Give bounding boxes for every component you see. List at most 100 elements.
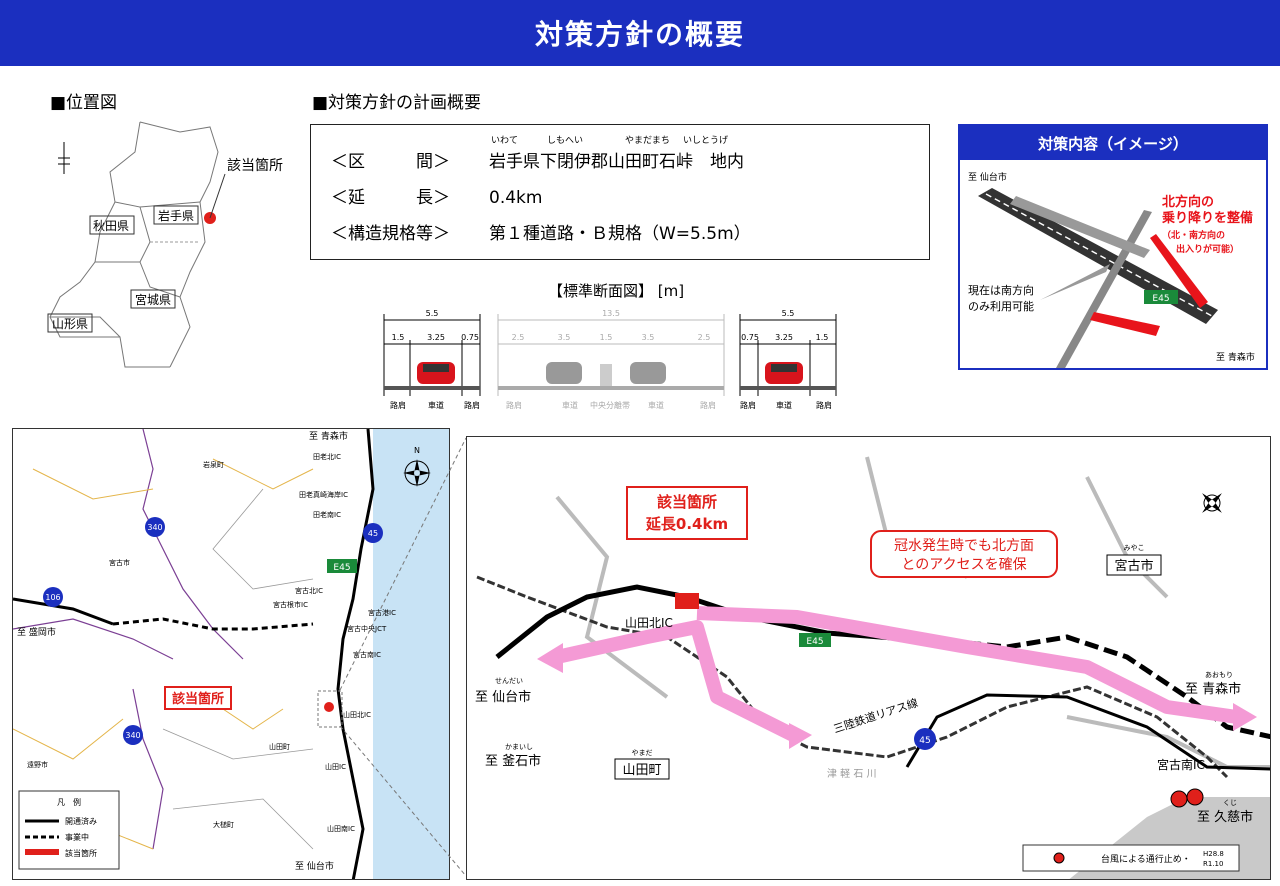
lane-label: 中央分離帯 bbox=[590, 400, 630, 410]
to-kamaishi: 至 釜石市 bbox=[485, 753, 541, 769]
miyako-box bbox=[1106, 554, 1162, 576]
dim: 1.5 bbox=[392, 333, 405, 342]
car-icon bbox=[417, 362, 455, 384]
svg-text:106: 106 bbox=[45, 593, 60, 602]
dim: 2.5 bbox=[698, 333, 711, 342]
ic-label: 宮古北IC bbox=[295, 586, 323, 595]
site-label: 該当箇所 bbox=[227, 157, 283, 174]
dim-center-total: 13.5 bbox=[602, 309, 620, 318]
plan-row-section: ＜区 間＞ 岩手県下閉伊郡山田町石峠 地内 bbox=[331, 147, 744, 172]
ruby-ishitouge: いしとうげ bbox=[683, 136, 729, 146]
ic-label: 山田北IC bbox=[343, 710, 371, 719]
plan-label: ＜区 間＞ bbox=[331, 152, 450, 172]
page-title: 対策方針の概要 bbox=[534, 18, 745, 51]
ic-label: 田老南IC bbox=[313, 510, 341, 519]
ic-label: 山田IC bbox=[325, 762, 346, 771]
ic-label: 宮古根市IC bbox=[273, 600, 308, 609]
dim: 3.5 bbox=[642, 333, 655, 342]
dim-left-total: 5.5 bbox=[426, 309, 439, 318]
dim-right-total: 5.5 bbox=[782, 309, 795, 318]
red-title: 乗り降りを整備 bbox=[1161, 210, 1253, 226]
svg-text:やまだ: やまだ bbox=[632, 749, 653, 757]
location-heading: ■位置図 bbox=[50, 93, 118, 113]
lane-label: 路肩 bbox=[740, 400, 756, 410]
svg-text:E45: E45 bbox=[806, 637, 823, 647]
plan-heading: ■対策方針の計画概要 bbox=[312, 93, 482, 113]
route-shield-e45 bbox=[1144, 290, 1178, 304]
to-sendai: 至 仙台市 bbox=[968, 171, 1007, 183]
svg-text:340: 340 bbox=[125, 731, 140, 740]
page-header: 対策方針の概要 bbox=[0, 0, 1280, 66]
svg-text:N: N bbox=[414, 446, 420, 455]
site-callout bbox=[626, 486, 748, 540]
to-sendai: 至 仙台市 bbox=[475, 689, 531, 705]
svg-text:かまいし: かまいし bbox=[505, 743, 533, 751]
lane-label: 路肩 bbox=[390, 400, 406, 410]
overview-map: 至 青森市 田老北IC 田老真崎海岸IC 田老南IC 宮古北IC 宮古根市IC … bbox=[12, 428, 450, 880]
dim: 3.25 bbox=[427, 333, 445, 342]
red-title: 北方向の bbox=[1162, 194, 1214, 210]
svg-text:冠水発生時でも北方面: 冠水発生時でも北方面 bbox=[894, 538, 1034, 554]
svg-text:くじ: くじ bbox=[1223, 799, 1237, 807]
zoom-connector bbox=[339, 437, 467, 877]
ic-label: 宮古南IC bbox=[353, 650, 381, 659]
ruby-iwate: いわて bbox=[491, 136, 519, 146]
svg-text:みやこ: みやこ bbox=[1124, 544, 1145, 552]
compass-icon bbox=[1202, 493, 1222, 513]
car-icon bbox=[765, 362, 803, 384]
current-note: 現在は南方向 bbox=[968, 283, 1034, 297]
ruby-shimohei: しもへい bbox=[547, 136, 584, 146]
ic-label: 宮古港IC bbox=[368, 608, 396, 617]
svg-text:R1.10: R1.10 bbox=[1203, 860, 1223, 868]
detail-map: 該当箇所 延長0.4km 冠水発生時でも北方面 とのアクセスを確保 宮古市 みや… bbox=[466, 436, 1271, 880]
measure-image-panel: 対策内容（イメージ） 至 仙台市 至 青森市 E45 北方向の 乗り降りを整備 … bbox=[958, 124, 1268, 370]
dim: 1.5 bbox=[600, 333, 613, 342]
svg-text:延長0.4km: 延長0.4km bbox=[645, 515, 728, 533]
svg-text:340: 340 bbox=[147, 523, 162, 532]
detail-legend: 台風による通行止め・ H28.8 R1.10 bbox=[1022, 844, 1240, 872]
dim: 0.75 bbox=[461, 333, 479, 342]
plan-row-length: ＜延 長＞ 0.4km bbox=[331, 183, 542, 208]
cross-section-diagram: 5.5 1.5 3.25 0.75 路肩 車道 路肩 13.5 2.5 3.5 … bbox=[383, 309, 837, 410]
access-route-north bbox=[696, 606, 1238, 724]
ic-label: 宮古中央JCT bbox=[347, 624, 387, 633]
town-label: 山田町 bbox=[269, 742, 290, 751]
lane-label: 車道 bbox=[776, 400, 792, 410]
lane-label: 路肩 bbox=[506, 400, 522, 410]
town-label: 大槌町 bbox=[213, 820, 234, 829]
lane-label: 路肩 bbox=[700, 400, 716, 410]
site-marker bbox=[675, 593, 699, 609]
dim: 2.5 bbox=[512, 333, 525, 342]
dim: 3.5 bbox=[558, 333, 571, 342]
svg-text:H28.8: H28.8 bbox=[1203, 850, 1224, 858]
svg-text:45: 45 bbox=[368, 529, 378, 538]
closure-markers bbox=[1170, 788, 1204, 808]
interchange-diagram: 至 仙台市 至 青森市 E45 北方向の 乗り降りを整備 （北・南方向の 出入り… bbox=[968, 171, 1255, 370]
route-shields bbox=[43, 517, 383, 745]
lane-label: 路肩 bbox=[816, 400, 832, 410]
dim: 1.5 bbox=[816, 333, 829, 342]
ic-label: 田老真崎海岸IC bbox=[299, 490, 348, 499]
access-route-south bbox=[555, 620, 801, 744]
plan-label: ＜延 長＞ bbox=[331, 188, 450, 208]
site-marker bbox=[324, 702, 334, 712]
plan-value: 0.4km bbox=[489, 188, 543, 208]
sea-area bbox=[373, 429, 449, 879]
river-label: 津 軽 石 川 bbox=[827, 768, 877, 780]
to-aomori: 至 青森市 bbox=[309, 430, 348, 442]
svg-text:該当箇所: 該当箇所 bbox=[65, 848, 97, 858]
location-map: 秋田県 岩手県 宮城県 山形県 該当箇所 bbox=[47, 121, 283, 368]
ic-label: 山田北IC bbox=[625, 616, 673, 630]
route-shield-e45 bbox=[799, 633, 831, 647]
current-note: のみ利用可能 bbox=[968, 299, 1034, 313]
plan-value: 岩手県下閉伊郡山田町石峠 地内 bbox=[489, 152, 744, 172]
town-label: 岩泉町 bbox=[203, 460, 224, 469]
legend: 凡 例 開通済み 事業中 該当箇所 bbox=[18, 790, 120, 870]
plan-box: ＜区 間＞岩手県下閉伊郡山田町石峠 地内 いわて しもへい やまだまち いしとう… bbox=[310, 124, 930, 260]
cross-section-title: 【標準断面図】 [m] bbox=[548, 282, 685, 300]
plan-label: ＜構造規格等＞ bbox=[331, 224, 450, 244]
plan-row-structure: ＜構造規格等＞第１種道路・Ｂ規格（W=5.5m） bbox=[331, 219, 751, 244]
svg-text:あおもり: あおもり bbox=[1205, 671, 1233, 679]
to-sendai: 至 仙台市 bbox=[295, 860, 334, 872]
svg-text:とのアクセスを確保: とのアクセスを確保 bbox=[901, 557, 1026, 573]
